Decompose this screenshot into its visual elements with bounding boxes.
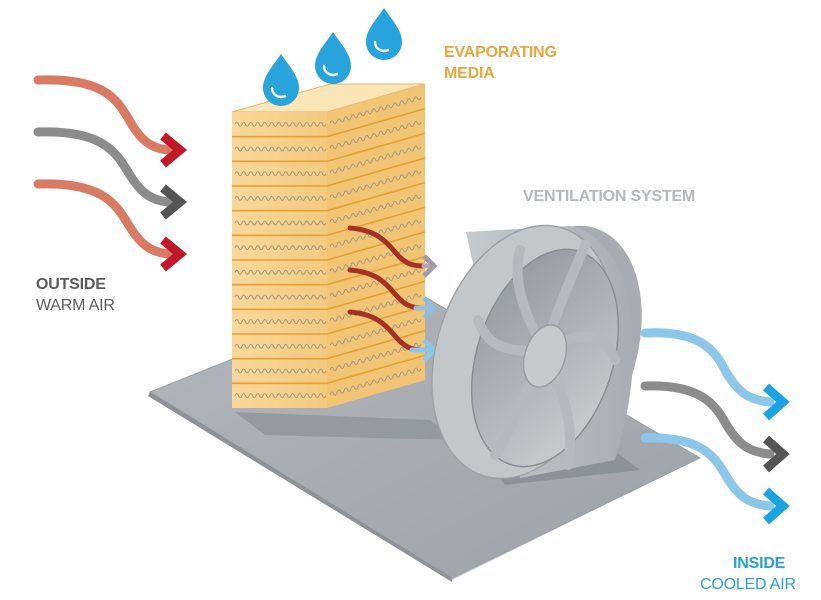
media-fiber-wave (234, 319, 327, 325)
media-fiber-wave (234, 368, 327, 374)
media-fiber-wave (329, 244, 422, 273)
evaporating-media-label: EVAPORATING MEDIA (444, 42, 557, 84)
inside-air-arrows (640, 328, 790, 525)
media-layer-line (232, 231, 426, 261)
media-fiber-wave (329, 293, 422, 322)
media-layer-line (232, 157, 426, 187)
media-fiber-wave (234, 393, 327, 399)
media-fiber-wave (329, 194, 422, 224)
transition-air-arrows (347, 225, 438, 362)
media-fiber-wave (234, 343, 327, 349)
media-fiber-wave (329, 342, 422, 372)
media-fiber-wave (329, 145, 422, 174)
cool-air-arrow (640, 328, 790, 421)
media-fiber-wave (329, 96, 422, 125)
media-fiber-wave (234, 146, 327, 152)
warm-air-label: WARM AIR (36, 297, 115, 314)
media-fiber-wave (329, 120, 422, 150)
media-layer-line (232, 206, 426, 237)
media-fiber-wave (329, 170, 422, 199)
media-fiber-wave (234, 245, 327, 251)
ventilation-system-label: VENTILATION SYSTEM (523, 188, 696, 205)
media-fiber-wave (234, 171, 327, 177)
media-fiber-wave (234, 121, 327, 127)
media-layer-line (232, 329, 426, 360)
media-fiber-wave (329, 367, 422, 396)
media-fiber-wave (234, 195, 327, 201)
cool-air-arrow (640, 433, 790, 525)
fan-icon (431, 224, 642, 480)
transition-arrow (347, 225, 438, 278)
media-fiber-wave (234, 220, 327, 226)
warm-air-arrow (33, 179, 188, 272)
media-fiber-wave (234, 269, 327, 275)
water-drops (263, 8, 402, 106)
media-layer-line (232, 107, 426, 138)
evaporating-media-label-line1: EVAPORATING (444, 44, 557, 61)
media-layer-line (232, 255, 426, 286)
media-layer-line (232, 305, 426, 335)
outside-label: OUTSIDE (36, 276, 106, 293)
cooled-air-label: COOLED AIR (700, 576, 796, 593)
water-drop-icon (366, 8, 402, 60)
media-layer-line (232, 181, 426, 212)
water-drop-icon (315, 32, 351, 84)
water-drop-icon (263, 54, 299, 106)
media-fiber-wave (329, 268, 422, 298)
warm-air-arrow (33, 75, 188, 168)
evaporating-media-label-line2: MEDIA (444, 65, 495, 82)
inside-cooled-air-label: INSIDE COOLED AIR (700, 553, 796, 595)
neutral-air-arrow (33, 127, 188, 220)
media-fiber-wave (234, 294, 327, 300)
transition-arrow (347, 309, 438, 362)
outside-air-arrows (33, 75, 188, 272)
media-layer-line (232, 132, 426, 163)
evaporating-media-block (231, 83, 426, 408)
media-fiber-wave (329, 318, 422, 347)
inside-label: INSIDE (733, 555, 786, 572)
neutral-air-arrow (640, 381, 790, 473)
media-layer-line (232, 354, 426, 385)
outside-warm-air-label: OUTSIDE WARM AIR (36, 274, 115, 316)
transition-arrow (347, 267, 438, 320)
